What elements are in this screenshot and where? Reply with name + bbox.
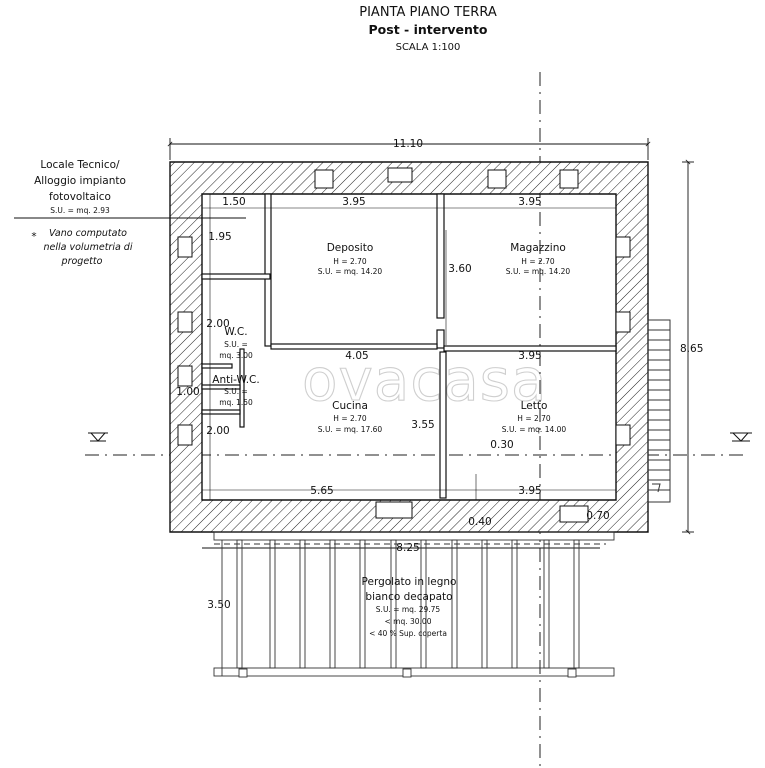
pergola-limit: < mq. 30.00 bbox=[385, 617, 432, 626]
room-deposito-name: Deposito bbox=[327, 242, 374, 254]
note-locale-line2: Alloggio impianto bbox=[34, 175, 126, 187]
room-magazzino-height: H = 2.70 bbox=[521, 257, 555, 266]
dim-360: 3.60 bbox=[448, 263, 471, 275]
room-wc-area-b: mq. 3.00 bbox=[219, 351, 253, 360]
room-letto-height: H = 2.70 bbox=[517, 414, 551, 423]
room-antiwc-area-b: mq. 1.50 bbox=[219, 398, 253, 407]
room-cucina-area: S.U. = mq. 17.60 bbox=[318, 425, 383, 434]
note-vano-star: * bbox=[31, 231, 36, 243]
dim-070: 0.70 bbox=[586, 510, 609, 522]
dim-150: 1.50 bbox=[222, 196, 245, 208]
window-openings bbox=[177, 167, 631, 523]
dimension-lines bbox=[167, 138, 694, 549]
pergola-ratio: < 40 % Sup. coperta bbox=[369, 629, 447, 638]
plan-subtitle: Post - intervento bbox=[369, 22, 488, 37]
dim-total-width: 11.10 bbox=[393, 138, 423, 150]
exterior-walls bbox=[169, 161, 649, 533]
dim-200-wc: 2.00 bbox=[206, 318, 229, 330]
dim-355: 3.55 bbox=[411, 419, 434, 431]
room-antiwc-name: Anti-W.C. bbox=[212, 374, 259, 386]
dim-030: 0.30 bbox=[490, 439, 513, 451]
external-ramp bbox=[647, 319, 671, 503]
dim-395-bottom: 3.95 bbox=[518, 485, 541, 497]
room-antiwc-area-a: S.U. = bbox=[224, 387, 248, 396]
dim-200-low: 2.00 bbox=[206, 425, 229, 437]
room-wc-name: W.C. bbox=[224, 326, 247, 338]
interior-walls bbox=[201, 193, 617, 499]
pergola-line1: Pergolato in legno bbox=[362, 576, 457, 588]
door-swing-marks bbox=[437, 317, 444, 331]
dim-565: 5.65 bbox=[310, 485, 333, 497]
section-marker-right bbox=[730, 432, 752, 442]
plan-scale: SCALA 1:100 bbox=[396, 42, 461, 53]
room-magazzino-name: Magazzino bbox=[510, 242, 566, 254]
room-deposito-height: H = 2.70 bbox=[333, 257, 367, 266]
room-cucina-name: Cucina bbox=[332, 400, 368, 412]
pergola-line2: bianco decapato bbox=[365, 591, 452, 603]
dim-825: 8.25 bbox=[396, 542, 419, 554]
note-vano-line3: progetto bbox=[61, 256, 103, 267]
dim-405: 4.05 bbox=[345, 350, 368, 362]
dim-395-top-left: 3.95 bbox=[342, 196, 365, 208]
room-wc-area-a: S.U. = bbox=[224, 340, 248, 349]
dim-100: 1.00 bbox=[176, 386, 199, 398]
dim-195: 1.95 bbox=[208, 231, 231, 243]
plan-title: PIANTA PIANO TERRA bbox=[359, 5, 497, 20]
pergola-beams bbox=[236, 539, 580, 669]
dim-total-depth: 8.65 bbox=[680, 343, 703, 355]
pergola-area: S.U. = mq. 29.75 bbox=[376, 605, 441, 614]
dim-395-top-right: 3.95 bbox=[518, 196, 541, 208]
room-letto-name: Letto bbox=[521, 400, 548, 412]
section-marker-left bbox=[88, 432, 108, 442]
note-vano-line2: nella volumetria di bbox=[44, 242, 133, 253]
note-locale-area: S.U. = mq. 2.93 bbox=[50, 206, 110, 215]
watermark: ovacasa bbox=[302, 346, 548, 414]
room-letto-area: S.U. = mq. 14.00 bbox=[502, 425, 567, 434]
pergola-structure bbox=[213, 531, 615, 678]
note-locale-line1: Locale Tecnico/ bbox=[40, 159, 120, 171]
dim-040: 0.40 bbox=[468, 516, 491, 528]
note-vano-line1: Vano computato bbox=[49, 228, 127, 239]
room-deposito-area: S.U. = mq. 14.20 bbox=[318, 267, 383, 276]
dim-395-mid: 3.95 bbox=[518, 350, 541, 362]
room-magazzino-area: S.U. = mq. 14.20 bbox=[506, 267, 571, 276]
dim-350: 3.50 bbox=[207, 599, 230, 611]
room-cucina-height: H = 2.70 bbox=[333, 414, 367, 423]
note-locale-line3: fotovoltaico bbox=[49, 191, 111, 203]
